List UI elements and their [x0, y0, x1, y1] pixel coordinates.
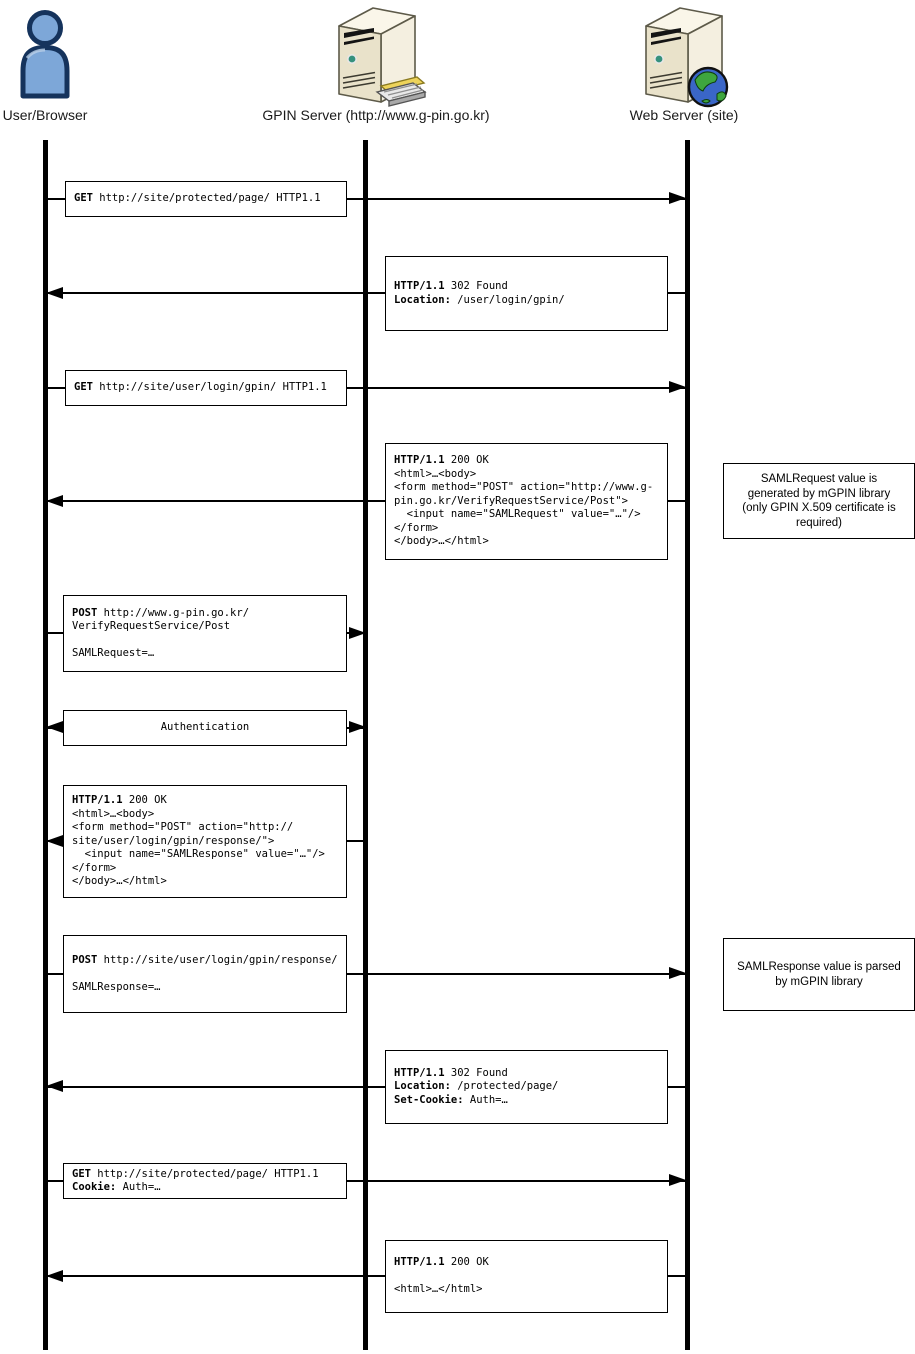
lifeline-gpin-server	[363, 140, 368, 1350]
arrow-line	[45, 292, 687, 294]
lifeline-web-server	[685, 140, 690, 1350]
arrowhead-left-icon	[46, 721, 63, 733]
arrow-line	[45, 1275, 687, 1277]
arrowhead-right-icon	[349, 627, 366, 639]
note-samlrequest-generated: SAMLRequest value is generated by mGPIN …	[723, 463, 915, 539]
message-box: GET http://site/protected/page/ HTTP1.1 …	[63, 1163, 347, 1199]
message-box: POST http://site/user/login/gpin/respons…	[63, 935, 347, 1013]
arrow-line	[45, 500, 687, 502]
message-box: POST http://www.g-pin.go.kr/ VerifyReque…	[63, 595, 347, 672]
arrow-line	[45, 1086, 687, 1088]
actor-label-gpin-server: GPIN Server (http://www.g-pin.go.kr)	[262, 107, 490, 123]
message-box: GET http://site/protected/page/ HTTP1.1	[65, 181, 347, 217]
lifeline-user	[43, 140, 48, 1350]
arrowhead-right-icon	[669, 967, 686, 979]
arrowhead-left-icon	[46, 495, 63, 507]
server-globe-icon	[645, 7, 729, 108]
arrowhead-right-icon	[669, 1174, 686, 1186]
arrowhead-right-icon	[669, 381, 686, 393]
server-keyboard-icon	[338, 7, 427, 107]
arrow-line	[45, 387, 687, 389]
arrowhead-left-icon	[46, 1270, 63, 1282]
arrow-line	[45, 198, 687, 200]
arrowhead-left-icon	[46, 1080, 63, 1092]
arrow-line	[45, 973, 687, 975]
note-samlresponse-parsed: SAMLResponse value is parsed by mGPIN li…	[723, 938, 915, 1011]
arrowhead-left-icon	[46, 835, 63, 847]
message-box: HTTP/1.1 200 OK <html>…<body> <form meth…	[385, 443, 668, 560]
actor-label-user: User/Browser	[2, 107, 88, 123]
actor-label-web-server: Web Server (site)	[629, 107, 739, 123]
message-box: HTTP/1.1 200 OK <html>…</html>	[385, 1240, 668, 1313]
person-icon	[20, 10, 70, 99]
message-box: HTTP/1.1 200 OK <html>…<body> <form meth…	[63, 785, 347, 898]
message-box: HTTP/1.1 302 Found Location: /user/login…	[385, 256, 668, 331]
arrowhead-left-icon	[46, 287, 63, 299]
arrow-line	[45, 1180, 687, 1182]
message-box: HTTP/1.1 302 Found Location: /protected/…	[385, 1050, 668, 1124]
message-box: Authentication	[63, 710, 347, 746]
arrowhead-right-icon	[669, 192, 686, 204]
arrowhead-right-icon	[349, 721, 366, 733]
message-box: GET http://site/user/login/gpin/ HTTP1.1	[65, 370, 347, 406]
